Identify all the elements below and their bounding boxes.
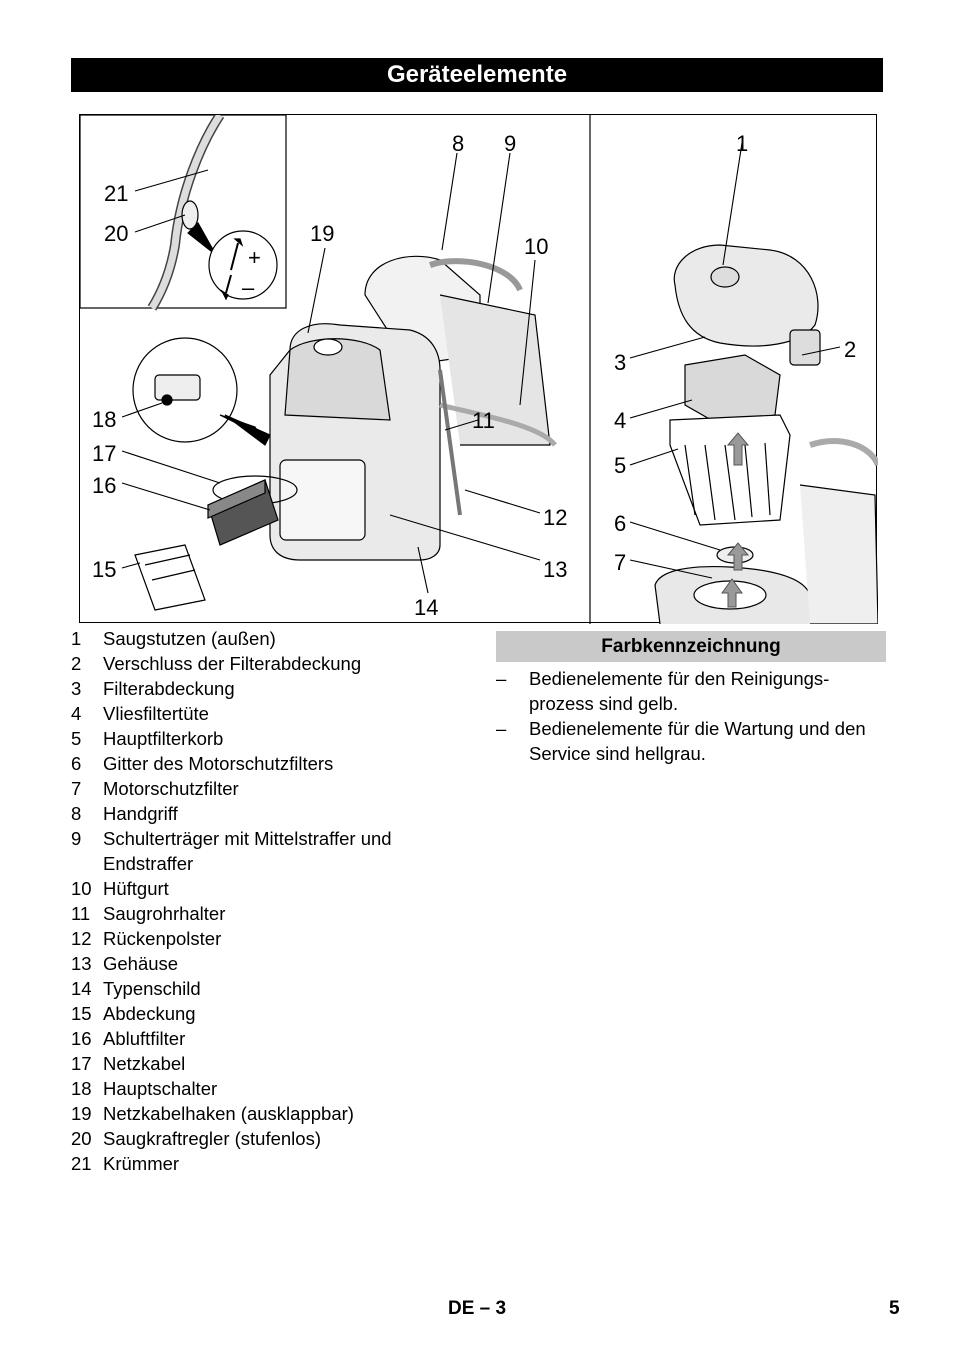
regulator-knob — [181, 200, 199, 230]
plus-symbol: + — [248, 245, 261, 270]
callout-8: 8 — [452, 131, 464, 156]
callout-19: 19 — [310, 221, 334, 246]
callout-9: 9 — [504, 131, 516, 156]
callout-1: 1 — [736, 131, 748, 156]
list-item: –Bedienelemente für den Reinigungs-proze… — [496, 668, 830, 714]
callout-7: 7 — [614, 550, 626, 575]
callout-5: 5 — [614, 453, 626, 478]
callout-16: 16 — [92, 473, 116, 498]
minus-symbol: – — [242, 275, 255, 300]
callout-13: 13 — [543, 557, 567, 582]
callout-14: 14 — [414, 595, 438, 620]
page-number: 5 — [889, 1298, 900, 1319]
callout-3: 3 — [614, 350, 626, 375]
callout-11: 11 — [472, 408, 495, 433]
callout-17: 17 — [92, 441, 116, 466]
list-item: –Bedienelemente für die Wartung und den … — [496, 718, 866, 764]
device-illustration: 21 20 19 8 9 10 18 17 16 11 12 13 15 14 … — [80, 115, 878, 624]
main-filter-basket — [669, 414, 791, 526]
fleece-filter-bag — [684, 354, 781, 426]
filter-cover — [673, 244, 819, 347]
callout-6: 6 — [614, 511, 626, 536]
footer-section-label: DE – 3 — [448, 1298, 507, 1319]
callout-10: 10 — [524, 234, 548, 259]
callout-20: 20 — [104, 221, 128, 246]
callout-18: 18 — [92, 407, 116, 432]
regulator-detail-circle — [208, 230, 278, 300]
section-heading-color-coding: Farbkennzeichnung — [496, 631, 886, 662]
callout-12: 12 — [543, 505, 567, 530]
inset-regulator-frame — [80, 115, 287, 309]
callout-4: 4 — [614, 408, 626, 433]
color-coding-list: –Bedienelemente für den Reinigungs-proze… — [496, 666, 876, 766]
page-title: Geräteelemente — [71, 58, 883, 92]
callout-21: 21 — [104, 181, 128, 206]
device-diagram: 21 20 19 8 9 10 18 17 16 11 12 13 15 14 … — [79, 114, 878, 624]
callout-2: 2 — [844, 337, 856, 362]
callout-15: 15 — [92, 557, 116, 582]
